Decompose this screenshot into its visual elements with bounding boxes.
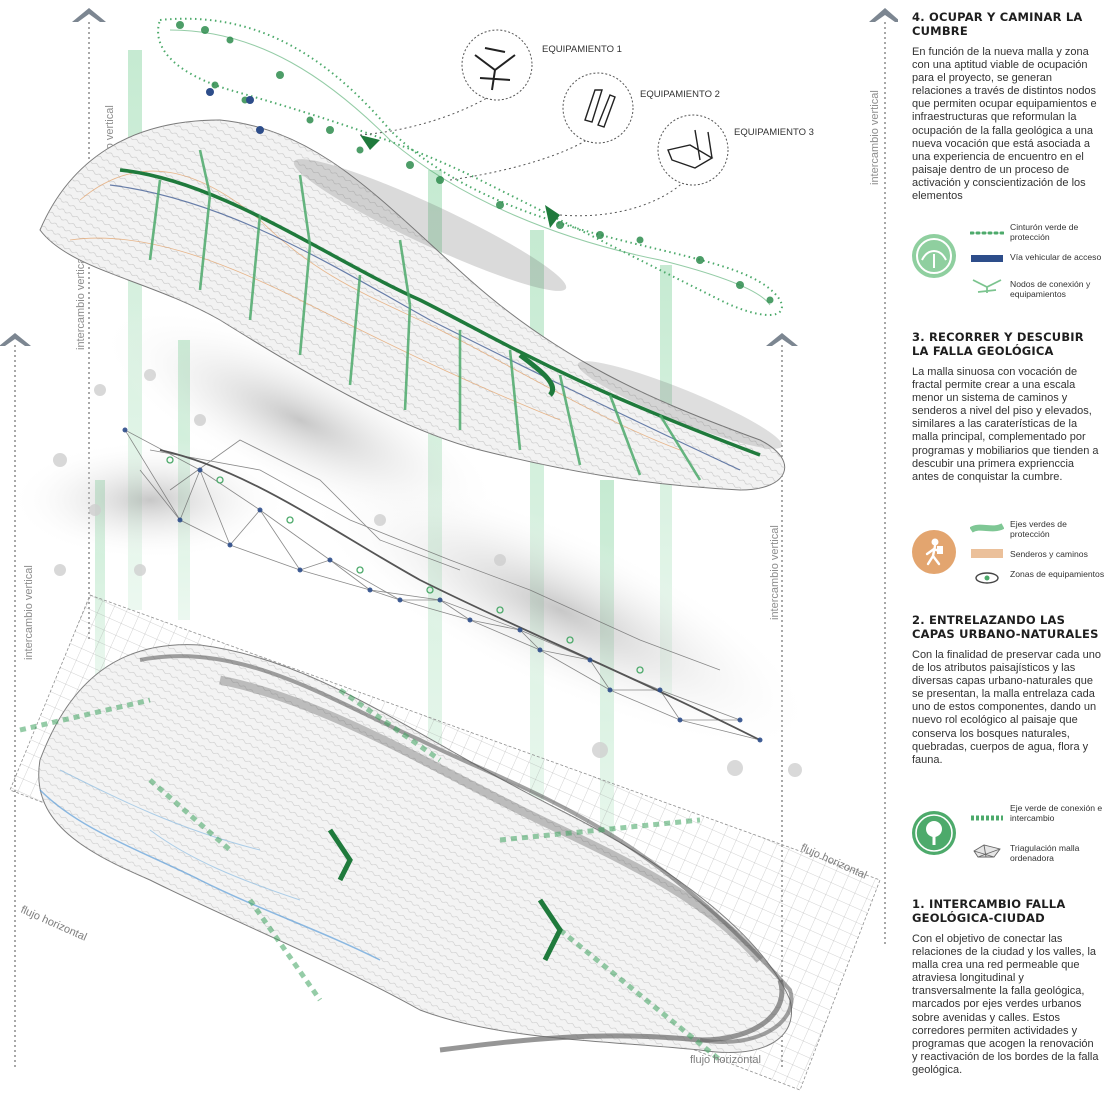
vertical-exchange-label: intercambio vertical [75,255,87,350]
up-arrow-icon [869,8,898,22]
section-2-title: 2. ENTRELAZANDO LAS CAPAS URBANO-NATURAL… [912,613,1102,641]
vertical-exchange-label: intercambio vertical [869,90,881,185]
hiker-icon [912,530,956,574]
section-4-body: En función de la nueva malla y zona con … [912,46,1102,203]
legend-label: Triagulación malla ordenadora [1010,843,1106,863]
horizontal-flow-label: flujo horizontal [19,904,89,944]
section-1-body: Con el objetivo de conectar las relacion… [912,933,1102,1077]
horizontal-flow-label: flujo horizontal [690,1054,761,1066]
section-3-title: 3. RECORRER Y DESCUBIR LA FALLA GEOLÓGIC… [912,330,1102,358]
legend-4: Cinturón verde de protección Vía vehicul… [912,222,1102,302]
legend-label: Senderos y caminos [1010,549,1106,559]
equipment-3-label: EQUIPAMIENTO 3 [734,127,814,138]
vertical-exchange-label: intercambio vertical [23,565,35,660]
section-3-body: La malla sinuosa con vocación de fractal… [912,366,1102,484]
section-2-body: Con la finalidad de preservar cada uno d… [912,649,1102,767]
legend-label: Vía vehicular de acceso [1010,252,1106,262]
section-1: 1. INTERCAMBIO FALLA GEOLÓGICA-CIUDAD Co… [912,897,1102,1077]
legend-label: Eje verde de conexión e intercambio [1010,803,1106,823]
legend-label: Cinturón verde de protección [1010,222,1106,242]
tree-canopy-icon [912,234,956,278]
section-4-title: 4. OCUPAR Y CAMINAR LA CUMBRE [912,10,1102,38]
right-vertical-exchange: intercambio vertical [868,0,898,950]
legend-3: Ejes verdes de protección Senderos y cam… [912,518,1102,588]
exploded-axonometric-diagram: intercambio vertical intercambio vertica… [0,0,900,1094]
legend-label: Zonas de equipamientos [1010,569,1106,579]
section-4: 4. OCUPAR Y CAMINAR LA CUMBRE En función… [912,10,1102,203]
equipment-1-label: EQUIPAMIENTO 1 [542,44,622,55]
tree-icon [912,811,956,855]
legend-label: Ejes verdes de protección [1010,519,1106,539]
section-2: 2. ENTRELAZANDO LAS CAPAS URBANO-NATURAL… [912,613,1102,767]
equipment-3-bubble: EQUIPAMIENTO 3 [658,115,814,185]
equipment-2-label: EQUIPAMIENTO 2 [640,89,720,100]
legend-label: Nodos de conexión y equipamientos [1010,279,1106,299]
legend-2: Eje verde de conexión e intercambio Tria… [912,803,1102,863]
section-3: 3. RECORRER Y DESCUBIR LA FALLA GEOLÓGIC… [912,330,1102,484]
vertical-exchange-label: intercambio vertical [769,525,781,620]
section-1-title: 1. INTERCAMBIO FALLA GEOLÓGICA-CIUDAD [912,897,1102,925]
